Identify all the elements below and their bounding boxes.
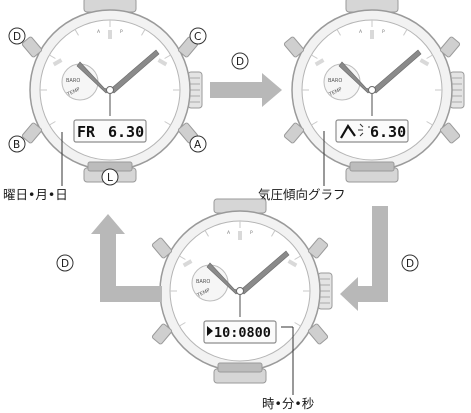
svg-text:A: A	[194, 139, 202, 151]
arrow-right-d-badge: D	[401, 254, 419, 272]
subdial-temp-label: TEMP	[65, 87, 81, 99]
button-d-badge: D	[8, 27, 26, 45]
lcd-date-text: 6.30	[370, 123, 406, 141]
arrow-left-d-badge: D	[56, 254, 74, 272]
lcd-time-text: 10:0800	[214, 325, 271, 341]
svg-text:D: D	[406, 258, 414, 270]
bezel-letter-a: A	[227, 230, 231, 236]
pressure-graph-icon	[340, 123, 370, 139]
arrow-top-right	[210, 73, 282, 107]
bezel-letter-a: A	[97, 29, 101, 35]
baro-graph-label: 気圧傾向グラフ	[258, 187, 346, 202]
bezel-letter-p: P	[120, 29, 123, 35]
svg-text:D: D	[61, 258, 69, 270]
button-b-badge: B	[8, 135, 26, 153]
subdial-temp-label: TEMP	[327, 87, 343, 99]
arrow-left-up	[91, 214, 162, 302]
time-label: 時•分•秒	[262, 396, 314, 411]
arrow-right-down-left	[340, 206, 388, 311]
lcd-play-indicator	[207, 326, 213, 336]
svg-text:D: D	[236, 56, 244, 68]
watch-day-date: A P BARO TEMP FR 6.30	[20, 0, 203, 183]
bezel-letter-p: P	[250, 230, 253, 236]
subdial-baro-label: BARO	[328, 78, 342, 84]
svg-text:B: B	[13, 139, 20, 151]
lcd-day-text: FR	[77, 123, 96, 141]
lcd-date-text: 6.30	[108, 123, 144, 141]
button-c-badge: C	[189, 27, 207, 45]
day-date-label: 曜日•月•日	[3, 187, 68, 202]
bezel-letter-p: P	[382, 29, 385, 35]
bezel-letter-a: A	[359, 29, 363, 35]
svg-text:L: L	[107, 172, 113, 184]
subdial-baro-label: BARO	[66, 78, 80, 84]
arrow-top-d-badge: D	[231, 52, 249, 70]
subdial-baro-label: BARO	[196, 279, 210, 285]
svg-text:C: C	[194, 31, 201, 43]
watch-baro-graph: A P BARO TEMP 6.30	[282, 0, 465, 183]
watch-time: A P BARO TEMP 10:0800	[150, 198, 333, 384]
svg-text:D: D	[13, 31, 21, 43]
subdial-temp-label: TEMP	[195, 288, 211, 300]
button-l-badge: L	[101, 168, 119, 186]
button-a-badge: A	[189, 135, 207, 153]
